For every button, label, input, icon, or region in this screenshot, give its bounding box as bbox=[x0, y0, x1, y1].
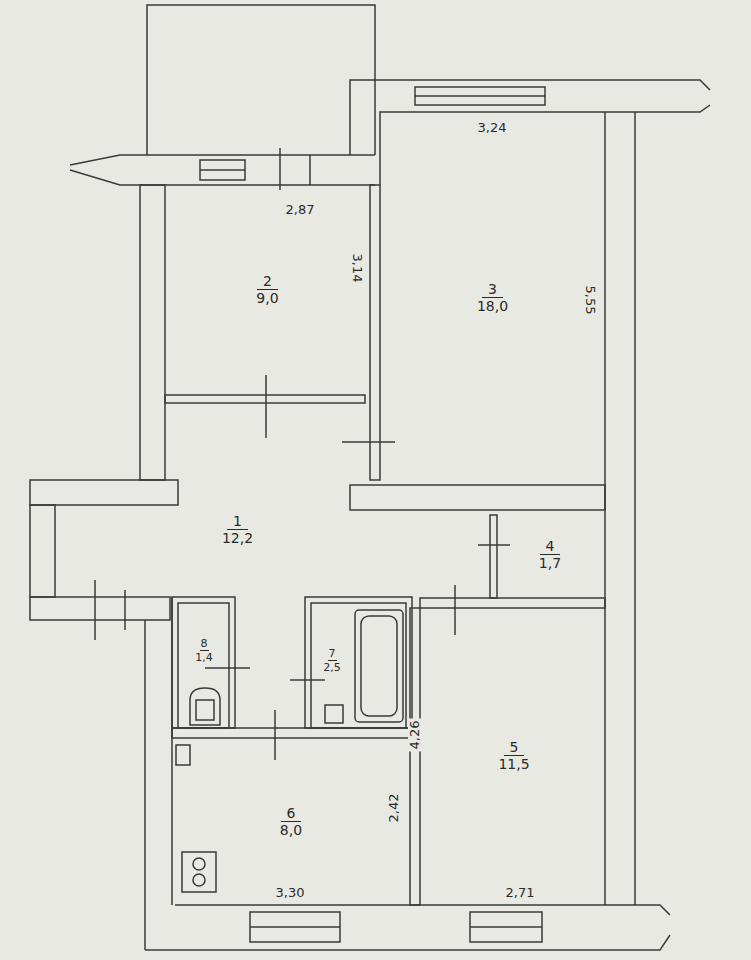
dimension-label: 4,26 bbox=[408, 719, 422, 752]
room-number: 7 bbox=[328, 647, 337, 661]
room-region: 318,0 bbox=[385, 115, 600, 480]
window bbox=[200, 169, 245, 171]
dimension-label: 2,71 bbox=[504, 886, 537, 900]
room-region: 72,5 bbox=[312, 630, 352, 690]
wall bbox=[172, 597, 235, 728]
bathtub-symbol bbox=[355, 610, 403, 722]
wall bbox=[350, 485, 605, 510]
door-mark bbox=[205, 667, 250, 669]
door-mark bbox=[94, 580, 96, 640]
wall bbox=[145, 935, 670, 950]
door-mark bbox=[124, 590, 126, 630]
wall bbox=[178, 603, 229, 728]
room-region: 68,0 bbox=[175, 742, 407, 902]
room-area: 12,2 bbox=[220, 530, 255, 547]
stove-symbol bbox=[193, 858, 205, 870]
room-region: 112,2 bbox=[180, 490, 295, 570]
wall bbox=[305, 597, 412, 728]
bathtub-symbol bbox=[361, 616, 397, 716]
wall bbox=[370, 185, 380, 480]
dimension-label: 3,14 bbox=[350, 252, 364, 285]
room-area: 9,0 bbox=[254, 290, 280, 307]
window bbox=[415, 95, 545, 97]
room-number: 5 bbox=[504, 739, 525, 756]
door-mark bbox=[478, 544, 510, 546]
wall bbox=[309, 155, 311, 185]
room-area: 1,7 bbox=[537, 555, 563, 572]
room-area: 8,0 bbox=[278, 822, 304, 839]
window bbox=[250, 912, 340, 942]
wall bbox=[420, 598, 605, 608]
stove-symbol bbox=[182, 852, 216, 892]
window bbox=[470, 912, 542, 942]
door-mark bbox=[279, 148, 281, 190]
sink-symbol bbox=[176, 745, 190, 765]
door-mark bbox=[290, 679, 325, 681]
wall bbox=[350, 80, 710, 155]
dimension-label: 2,87 bbox=[284, 203, 317, 217]
wall bbox=[30, 480, 178, 505]
dimension-label: 3,24 bbox=[476, 121, 509, 135]
room-number: 8 bbox=[200, 637, 209, 651]
room-area: 1,4 bbox=[194, 651, 214, 664]
wall bbox=[144, 620, 146, 950]
wall bbox=[70, 170, 375, 185]
toilet-symbol bbox=[190, 688, 220, 725]
wall bbox=[30, 597, 170, 620]
door-mark bbox=[274, 710, 276, 760]
room-number: 4 bbox=[540, 538, 561, 555]
wall bbox=[311, 603, 406, 728]
room-area: 2,5 bbox=[322, 661, 342, 674]
dimension-label: 2,42 bbox=[387, 792, 401, 825]
window bbox=[250, 926, 340, 928]
window bbox=[470, 926, 542, 928]
stove-symbol bbox=[193, 874, 205, 886]
room-region: 29,0 bbox=[170, 190, 365, 390]
room-number: 1 bbox=[227, 513, 248, 530]
door-mark bbox=[342, 441, 395, 443]
room-number: 3 bbox=[482, 281, 503, 298]
wall bbox=[30, 505, 55, 597]
wall bbox=[410, 608, 420, 905]
room-number: 2 bbox=[257, 273, 278, 290]
wall bbox=[490, 515, 497, 598]
dimension-label: 5,55 bbox=[583, 284, 597, 317]
wall bbox=[634, 112, 636, 905]
wall bbox=[165, 395, 365, 403]
window bbox=[200, 160, 245, 180]
balcony-outline bbox=[147, 5, 375, 155]
sink-symbol bbox=[325, 705, 343, 723]
wall bbox=[140, 185, 165, 480]
toilet-symbol bbox=[196, 700, 214, 720]
room-number: 6 bbox=[281, 805, 302, 822]
wall bbox=[380, 105, 710, 185]
door-mark bbox=[265, 375, 267, 438]
room-region: 41,7 bbox=[500, 515, 600, 595]
room-area: 11,5 bbox=[496, 756, 531, 773]
room-area: 18,0 bbox=[475, 298, 510, 315]
door-mark bbox=[454, 585, 456, 635]
window bbox=[415, 87, 545, 105]
room-region: 511,5 bbox=[425, 612, 603, 900]
room-region: 81,4 bbox=[180, 620, 228, 680]
wall bbox=[172, 728, 412, 738]
dimension-label: 3,30 bbox=[274, 886, 307, 900]
